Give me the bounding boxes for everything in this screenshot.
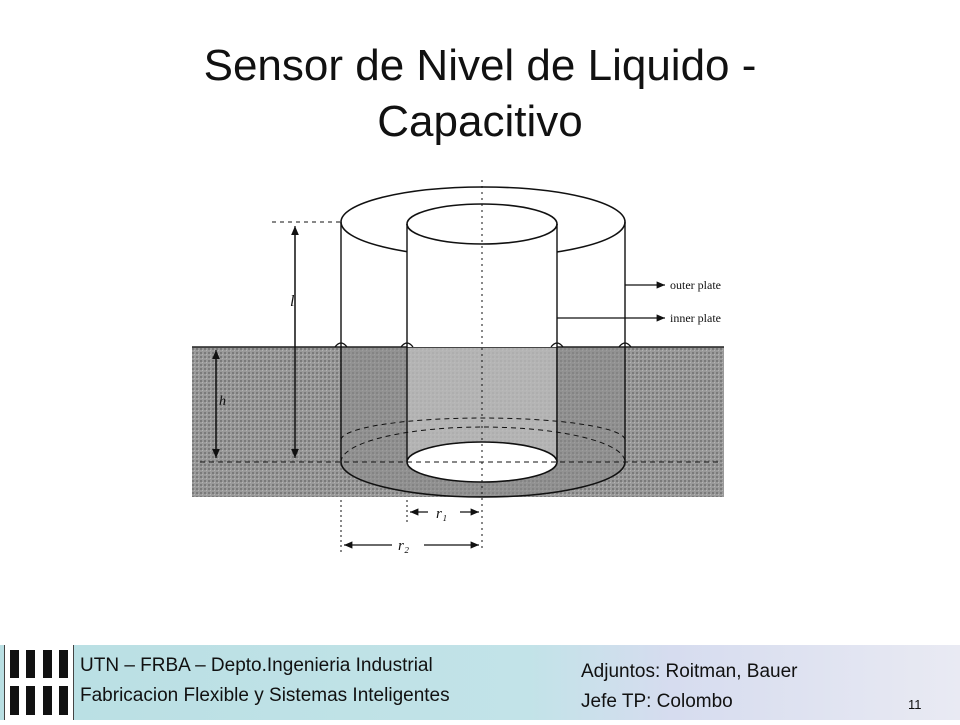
- footer-bar: [0, 645, 960, 720]
- capacitive-sensor-diagram: l h outer plate inner plate r₁ r₂: [192, 180, 724, 554]
- footer-jefe-tp: Jefe TP: Colombo: [581, 691, 733, 712]
- inner-plate-label: inner plate: [670, 311, 721, 325]
- outer-plate-label: outer plate: [670, 278, 721, 292]
- utn-logo-icon: [4, 645, 74, 720]
- footer-adjuntos: Adjuntos: Roitman, Bauer: [581, 661, 798, 682]
- slide-number: 11: [908, 697, 922, 712]
- r1-label: r₁: [436, 506, 447, 522]
- r2-label: r₂: [398, 538, 409, 554]
- footer-course: Fabricacion Flexible y Sistemas Intelige…: [80, 685, 450, 706]
- footer-department: UTN – FRBA – Depto.Ingenieria Industrial: [80, 655, 433, 676]
- length-label: l: [290, 293, 295, 310]
- slide-title: Sensor de Nivel de Liquido - Capacitivo: [203, 41, 757, 146]
- height-label: h: [219, 394, 226, 409]
